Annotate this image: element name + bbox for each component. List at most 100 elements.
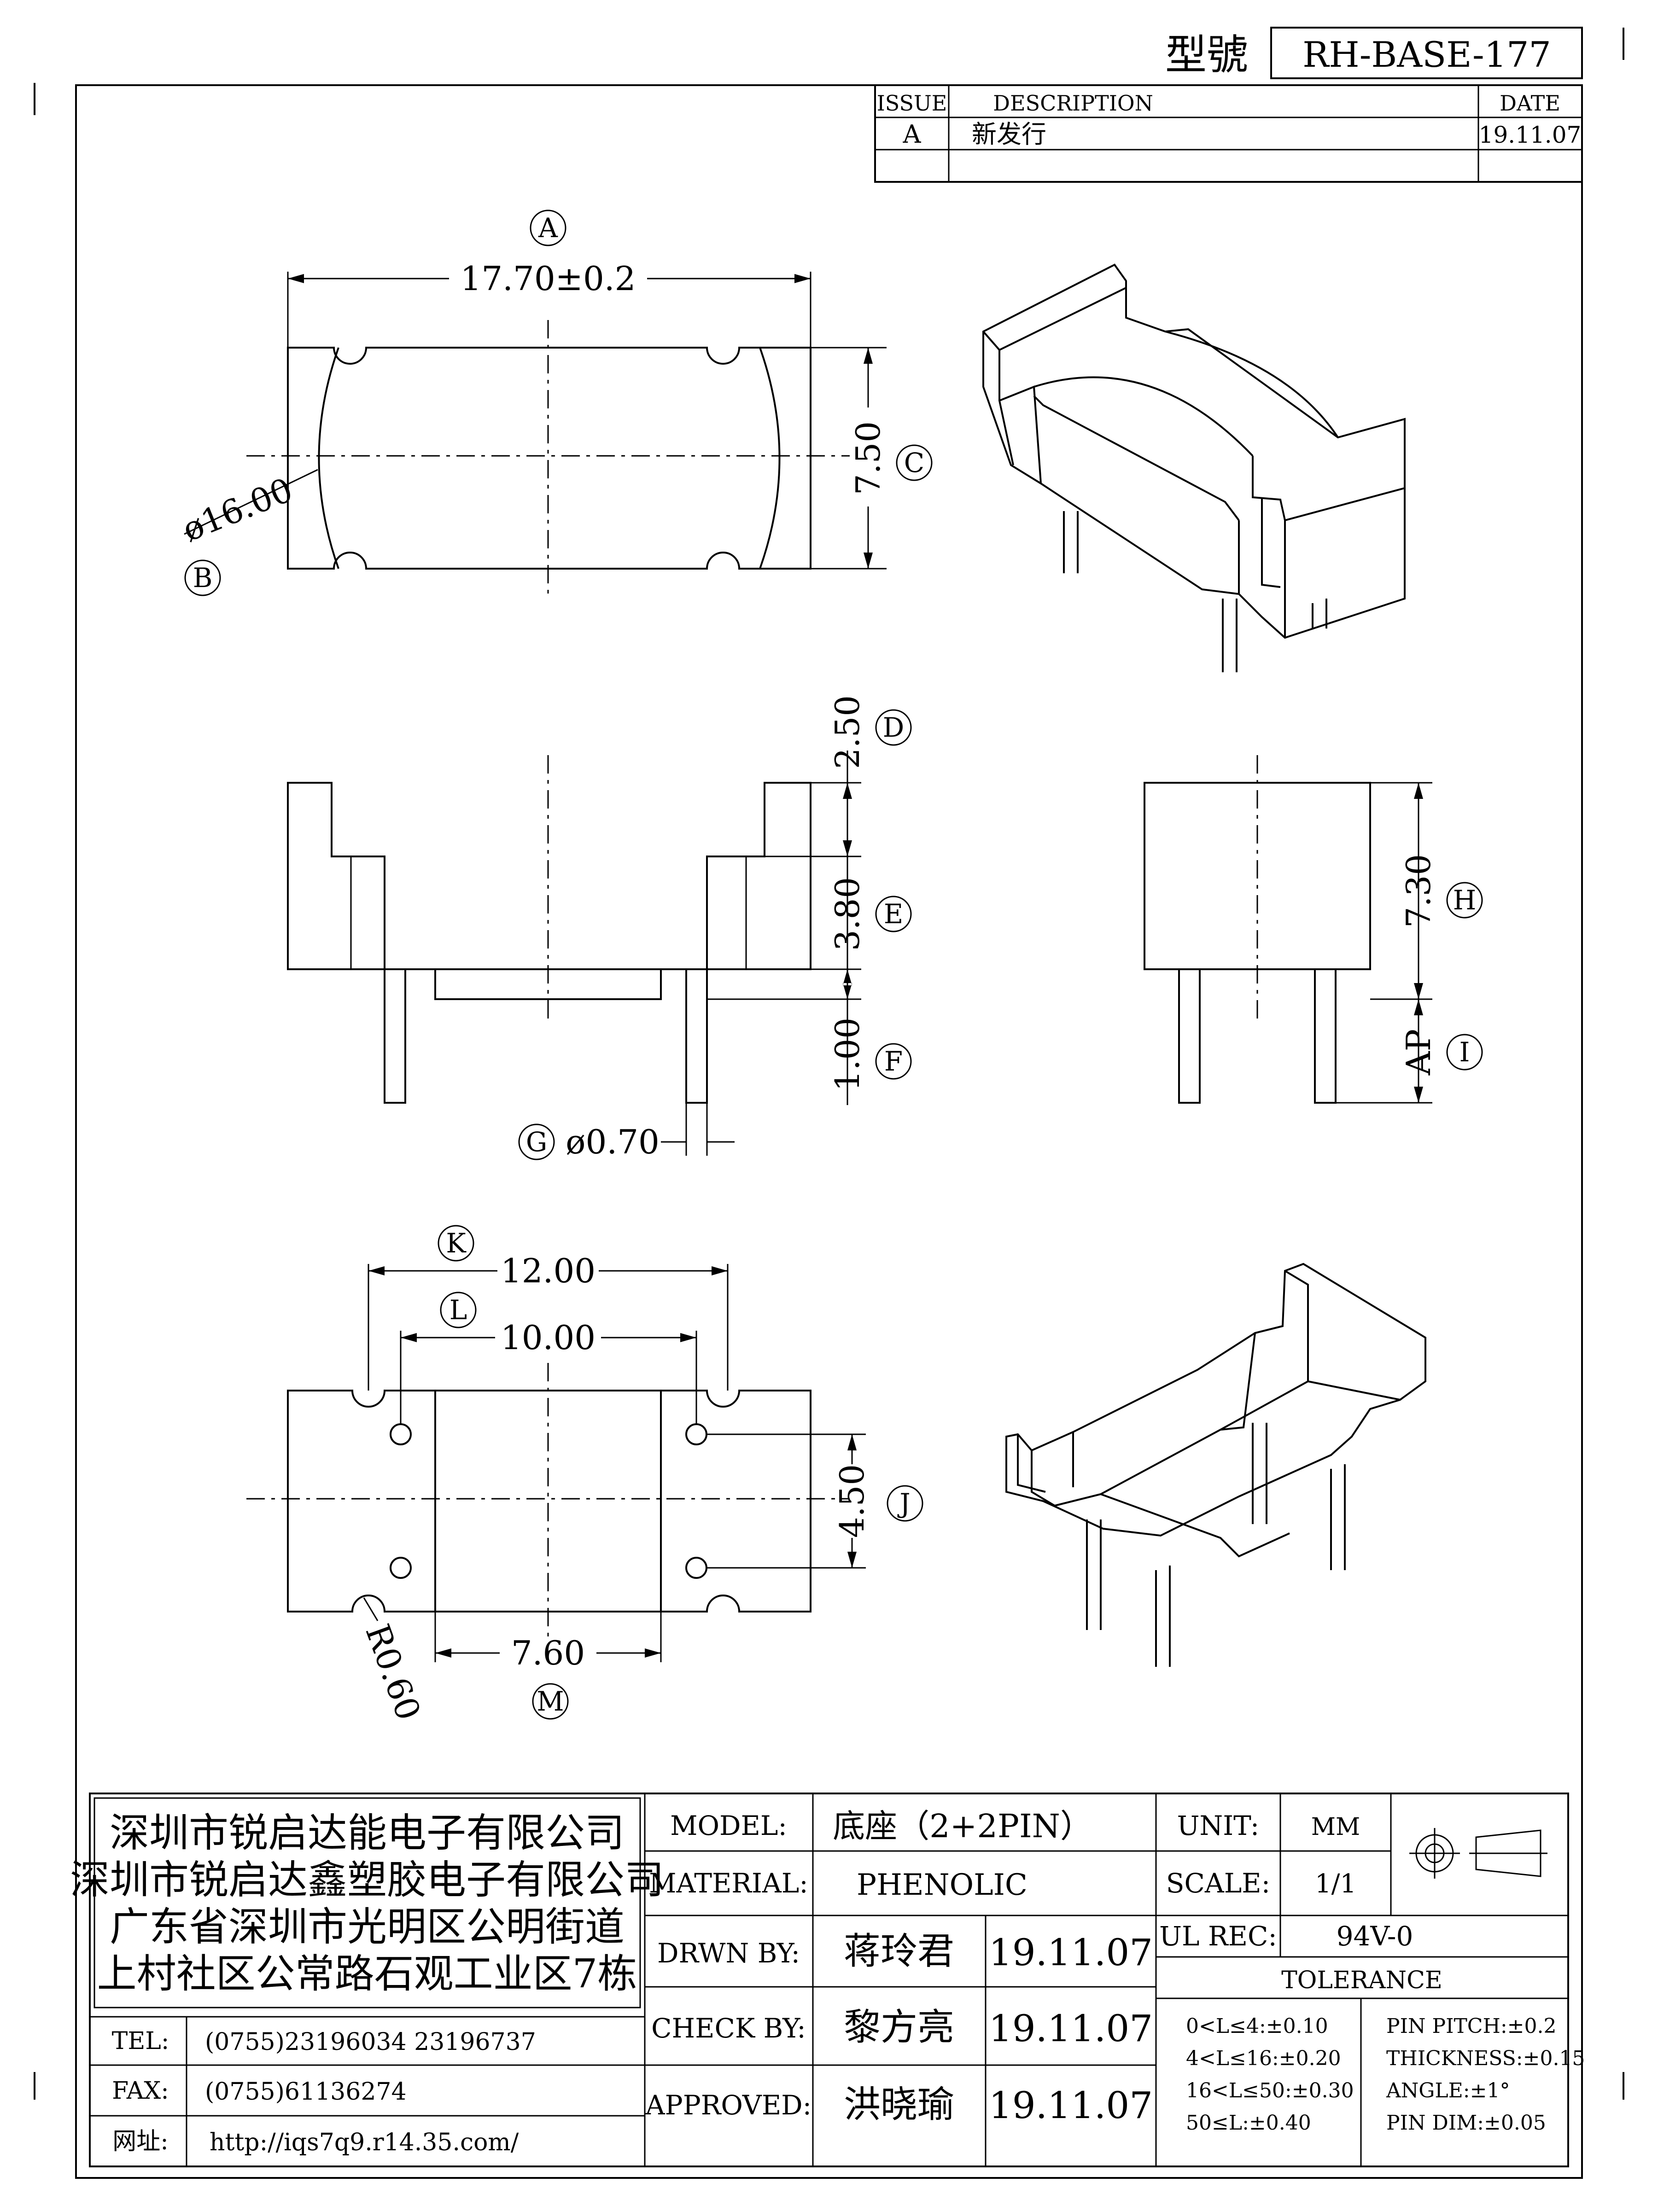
sheet-border <box>75 84 1583 2179</box>
svg-text:C: C <box>904 447 924 478</box>
tel-label: TEL: <box>112 2027 169 2055</box>
svg-text:A: A <box>538 212 558 244</box>
rev-row-description: 新发行 <box>972 120 1046 149</box>
svg-text:M: M <box>537 1686 564 1717</box>
tol-left-1: 0<L≤4:±0.10 <box>1186 2014 1328 2038</box>
tol-left-2: 4<L≤16:±0.20 <box>1186 2047 1341 2070</box>
callout-d: D <box>875 709 912 746</box>
company-line-4: 上村社区公常路石观工业区7栋 <box>97 1951 637 1997</box>
company-line-2: 深圳市锐启达鑫塑胶电子有限公司 <box>70 1857 664 1903</box>
rev-row-issue: A <box>903 120 922 149</box>
company-line-1: 深圳市锐启达能电子有限公司 <box>110 1810 625 1856</box>
model-number-header: 型號 RH-BASE-177 <box>1165 27 1583 79</box>
tol-right-4: PIN DIM:±0.05 <box>1386 2111 1546 2135</box>
svg-text:J: J <box>897 1488 910 1519</box>
callout-a: A <box>530 210 566 246</box>
model-no-label: 型號 <box>1165 31 1248 79</box>
dim-h-text: 7.30 <box>1399 854 1438 928</box>
dim-l-text: 10.00 <box>501 1318 595 1357</box>
check-name: 黎方亮 <box>844 2006 954 2049</box>
callout-m: M <box>532 1683 569 1720</box>
tol-right-2: THICKNESS:±0.15 <box>1386 2047 1585 2070</box>
callouts: A B C D E F G H I K L J M <box>184 210 1483 1720</box>
callout-g: G <box>518 1123 555 1160</box>
callout-h: H <box>1446 882 1483 919</box>
projection-symbol-icon <box>1409 1828 1547 1879</box>
callout-i: I <box>1446 1034 1483 1071</box>
rev-header-issue: ISSUE <box>877 91 947 116</box>
fax-value: (0755)61136274 <box>205 2078 407 2106</box>
material-value: PHENOLIC <box>857 1868 1027 1902</box>
dim-r-text: R0.60 <box>358 1619 428 1725</box>
tol-left-4: 50≤L:±0.40 <box>1186 2111 1311 2135</box>
dim-f-text: 1.00 <box>828 1018 867 1091</box>
side-view: 7.30 AP <box>1144 755 1438 1104</box>
dim-k-text: 12.00 <box>501 1252 595 1290</box>
iso-view-bottom <box>1005 1263 1426 1667</box>
model-value: 底座（2+2PIN） <box>833 1807 1092 1845</box>
unit-label: UNIT: <box>1177 1810 1260 1841</box>
svg-text:E: E <box>884 898 903 930</box>
dim-b-text: ø16.00 <box>177 470 298 549</box>
svg-text:L: L <box>450 1294 467 1326</box>
drawn-name: 蒋玲君 <box>844 1930 954 1973</box>
svg-text:I: I <box>1460 1036 1470 1068</box>
callout-b: B <box>184 559 221 596</box>
dim-d-text: 2.50 <box>828 695 867 769</box>
callout-f: F <box>875 1043 912 1080</box>
ul-value: 94V-0 <box>1337 1921 1413 1952</box>
svg-text:K: K <box>446 1228 467 1259</box>
model-label: MODEL: <box>670 1810 787 1841</box>
tol-left-3: 16<L≤50:±0.30 <box>1186 2079 1354 2102</box>
callout-e: E <box>875 896 912 932</box>
tol-right-1: PIN PITCH:±0.2 <box>1386 2014 1557 2038</box>
tol-right-3: ANGLE:±1° <box>1386 2079 1510 2102</box>
callout-c: C <box>896 444 933 481</box>
svg-text:F: F <box>884 1046 903 1077</box>
svg-text:G: G <box>526 1126 547 1158</box>
scale-label: SCALE: <box>1166 1868 1270 1899</box>
dim-c-text: 7.50 <box>849 421 887 495</box>
dim-i-text: AP <box>1399 1029 1438 1076</box>
dim-g-text: ø0.70 <box>566 1123 660 1161</box>
crop-marks <box>34 28 1624 2100</box>
rev-row-date: 19.11.07 <box>1479 122 1582 148</box>
title-block: 深圳市锐启达能电子有限公司 深圳市锐启达鑫塑胶电子有限公司 广东省深圳市光明区公… <box>70 1793 1585 2167</box>
tolerance-title: TOLERANCE <box>1281 1967 1442 1994</box>
tel-value: (0755)23196034 23196737 <box>205 2028 536 2056</box>
web-label: 网址: <box>112 2128 169 2155</box>
model-no-value: RH-BASE-177 <box>1302 34 1551 75</box>
approved-label: APPROVED: <box>645 2090 811 2121</box>
check-label: CHECK BY: <box>651 2013 806 2044</box>
check-date: 19.11.07 <box>989 2007 1153 2050</box>
material-label: MATERIAL: <box>649 1868 808 1899</box>
web-value: http://iqs7q9.r14.35.com/ <box>210 2129 519 2156</box>
scale-value: 1/1 <box>1315 1869 1356 1899</box>
rev-header-date: DATE <box>1500 91 1560 116</box>
bottom-view: 12.00 10.00 4.50 7.60 R0.60 <box>246 1252 871 1725</box>
rev-header-description: DESCRIPTION <box>993 91 1153 116</box>
company-line-3: 广东省深圳市光明区公明街道 <box>110 1904 625 1950</box>
callout-k: K <box>438 1225 474 1262</box>
svg-text:D: D <box>883 712 905 743</box>
drawn-date: 19.11.07 <box>989 1931 1153 1974</box>
revision-table: ISSUE DESCRIPTION DATE A 新发行 19.11.07 <box>874 84 1583 183</box>
dim-e-text: 3.80 <box>828 877 867 951</box>
iso-view-top <box>982 263 1406 672</box>
drawn-label: DRWN BY: <box>657 1938 800 1969</box>
svg-text:H: H <box>1453 885 1477 916</box>
approved-date: 19.11.07 <box>989 2084 1153 2127</box>
ul-label: UL REC: <box>1159 1921 1277 1952</box>
top-view: 17.70±0.2 7.50 ø16.00 <box>177 259 887 594</box>
approved-name: 洪晓瑜 <box>844 2083 954 2126</box>
dim-a-text: 17.70±0.2 <box>461 259 636 298</box>
callout-j: J <box>887 1485 923 1522</box>
dim-j-text: 4.50 <box>833 1464 871 1538</box>
callout-l: L <box>440 1292 477 1328</box>
fax-label: FAX: <box>112 2077 169 2105</box>
dim-m-text: 7.60 <box>511 1634 585 1672</box>
unit-value: MM <box>1311 1813 1360 1841</box>
svg-text:B: B <box>193 562 213 594</box>
front-view: 2.50 3.80 1.00 ø0.70 <box>287 695 867 1161</box>
